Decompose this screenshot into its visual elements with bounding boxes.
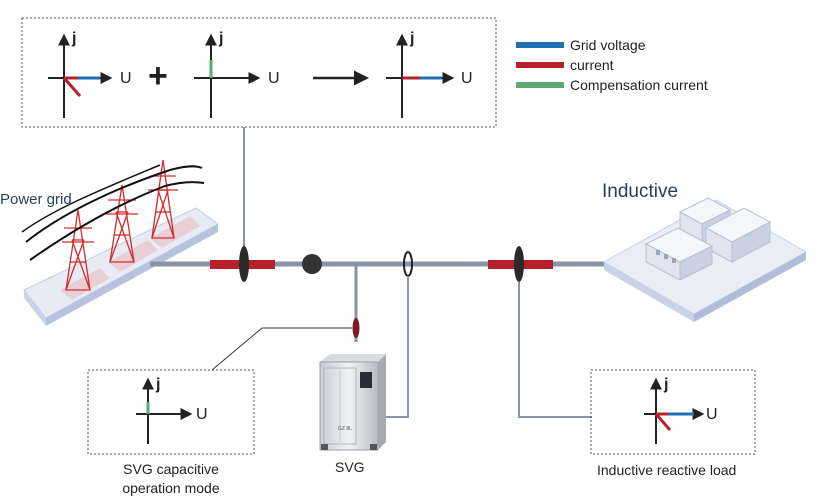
- device-badge: GZ 8L: [338, 426, 352, 432]
- inductive-load-label: Inductive reactive load: [597, 462, 737, 478]
- ct-sensor-right: [514, 246, 524, 282]
- load-branch-line: [518, 282, 592, 418]
- power-grid-label: Power grid: [0, 191, 72, 208]
- legend-compensation: Compensation current: [516, 76, 708, 94]
- svg-branch-sensor: [352, 318, 360, 338]
- axis-u-2: U: [268, 70, 280, 87]
- inductive-label: Inductive: [602, 181, 679, 202]
- svg-mode-label: SVG capacitive operation mode: [122, 461, 220, 496]
- legend-label-voltage: Grid voltage: [570, 37, 646, 53]
- svg-mode-leader: [211, 327, 352, 371]
- axis-u-svg: U: [196, 406, 208, 423]
- legend-grid-voltage: Grid voltage: [516, 36, 645, 54]
- legend-label-compensation: Compensation current: [570, 77, 708, 93]
- top-phasor-box: [21, 17, 497, 128]
- phasor-inductive-load: [644, 377, 705, 444]
- lag-current-vector: [62, 77, 82, 97]
- phasor-load: [48, 33, 113, 118]
- axis-j-3: j: [410, 30, 415, 47]
- legend-swatch-compensation: [516, 82, 564, 88]
- bus-node: [302, 254, 322, 274]
- axis-j-svg: j: [156, 376, 161, 393]
- legend-label-current: current: [570, 57, 614, 73]
- axis-j-2: j: [219, 30, 224, 47]
- plus-sign: +: [148, 57, 168, 95]
- axis-j-1: j: [72, 30, 77, 47]
- inductive-load-box: [590, 369, 756, 455]
- legend-swatch-current: [516, 62, 564, 68]
- legend-swatch-voltage: [516, 42, 564, 48]
- ct-sensor-left: [239, 246, 249, 282]
- axis-u-3: U: [461, 70, 473, 87]
- phasor-compensation: [194, 33, 261, 118]
- inductive-factory-illustration: [602, 197, 808, 322]
- axis-u-1: U: [120, 70, 132, 87]
- svg-device-label: SVG: [335, 459, 365, 475]
- legend-current: current: [516, 56, 614, 74]
- axis-u-load: U: [706, 406, 718, 423]
- svg-device-cabinet: GZ 8L: [319, 354, 386, 451]
- axis-j-load: j: [664, 376, 669, 393]
- power-grid-illustration: [21, 159, 219, 326]
- svg-return-line: [384, 276, 409, 418]
- phasor-result: [386, 33, 455, 118]
- phasor-svg-mode: [136, 377, 193, 444]
- svg-mode-box: [87, 369, 255, 455]
